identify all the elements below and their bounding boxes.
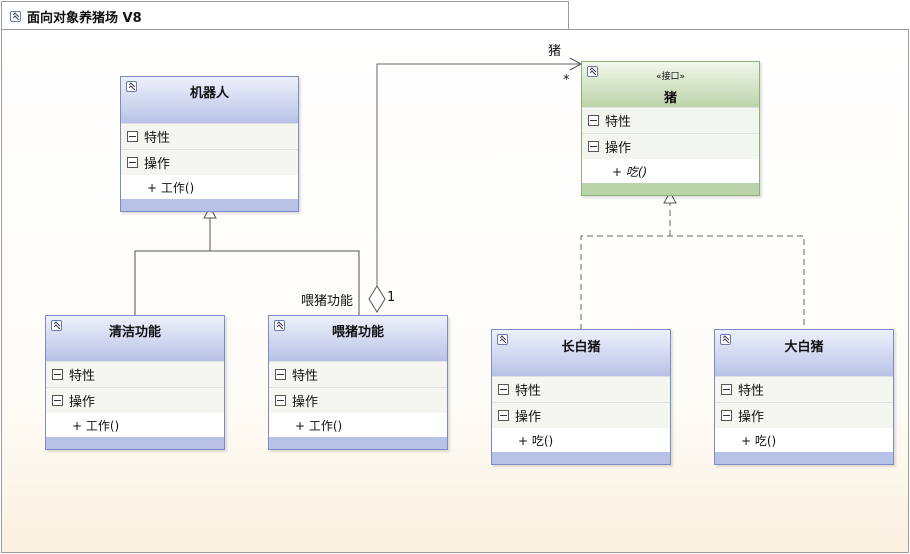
- class-header: 长白猪: [492, 330, 670, 376]
- operation-item[interactable]: + 吃(): [715, 428, 893, 452]
- section-label: 特性: [292, 369, 319, 384]
- collapse-icon[interactable]: [587, 66, 598, 77]
- operation-item[interactable]: + 工作(): [46, 413, 224, 437]
- operation-item[interactable]: + 吃(): [492, 428, 670, 452]
- operations-section[interactable]: 操作: [582, 133, 759, 159]
- class-name: 喂猪功能: [331, 325, 384, 340]
- attributes-section[interactable]: 特性: [46, 361, 224, 387]
- class-feeder[interactable]: 喂猪功能 特性 操作 + 工作(): [268, 315, 448, 450]
- realization-line: [580, 235, 805, 330]
- section-label: 操作: [144, 157, 171, 172]
- collapse-section-icon[interactable]: [52, 395, 63, 406]
- collapse-section-icon[interactable]: [721, 410, 732, 421]
- class-name: 机器人: [189, 86, 229, 101]
- operations-section[interactable]: 操作: [492, 402, 670, 428]
- interface-pig[interactable]: «接口» 猪 特性 操作 + 吃(): [581, 61, 760, 196]
- class-name: 大白猪: [784, 340, 824, 355]
- stereotype-label: «接口»: [655, 72, 685, 82]
- section-label: 特性: [605, 115, 632, 130]
- collapse-icon[interactable]: [720, 334, 731, 345]
- aggregation-line: [376, 63, 581, 286]
- attributes-section[interactable]: 特性: [582, 107, 759, 133]
- class-footer: [121, 199, 298, 211]
- operations-section[interactable]: 操作: [121, 149, 298, 175]
- association-target-multiplicity: *: [563, 73, 570, 88]
- collapse-icon[interactable]: [126, 81, 137, 92]
- collapse-section-icon[interactable]: [721, 384, 732, 395]
- collapse-section-icon[interactable]: [275, 395, 286, 406]
- collapse-icon[interactable]: [51, 320, 62, 331]
- class-footer: [715, 452, 893, 464]
- class-robot[interactable]: 机器人 特性 操作 + 工作(): [120, 76, 299, 212]
- section-label: 操作: [738, 410, 765, 425]
- class-footer: [46, 437, 224, 449]
- generalization-line: [134, 250, 360, 316]
- collapse-section-icon[interactable]: [498, 384, 509, 395]
- section-label: 操作: [515, 410, 542, 425]
- class-footer: [492, 452, 670, 464]
- operations-section[interactable]: 操作: [46, 387, 224, 413]
- section-label: 操作: [69, 395, 96, 410]
- aggregation-diamond-icon: [368, 285, 386, 313]
- class-header: 机器人: [121, 77, 298, 123]
- attributes-section[interactable]: 特性: [269, 361, 447, 387]
- collapse-icon[interactable]: [10, 10, 21, 22]
- class-cleaner[interactable]: 清洁功能 特性 操作 + 工作(): [45, 315, 225, 450]
- class-name: 猪: [663, 91, 677, 106]
- operation-item[interactable]: + 吃(): [582, 159, 759, 183]
- collapse-section-icon[interactable]: [498, 410, 509, 421]
- package-title: 面向对象养猪场 V8: [27, 10, 142, 26]
- collapse-section-icon[interactable]: [588, 115, 599, 126]
- class-header: 喂猪功能: [269, 316, 447, 361]
- collapse-section-icon[interactable]: [275, 369, 286, 380]
- class-header: 大白猪: [715, 330, 893, 376]
- attributes-section[interactable]: 特性: [715, 376, 893, 402]
- class-header: 清洁功能: [46, 316, 224, 361]
- association-source-role-label: 喂猪功能: [301, 294, 354, 309]
- collapse-section-icon[interactable]: [127, 157, 138, 168]
- collapse-icon[interactable]: [274, 320, 285, 331]
- association-role-label: 猪: [548, 44, 562, 59]
- collapse-section-icon[interactable]: [127, 131, 138, 142]
- generalization-arrow-icon: [203, 205, 217, 219]
- section-label: 特性: [515, 384, 542, 399]
- operations-section[interactable]: 操作: [715, 402, 893, 428]
- section-label: 特性: [69, 369, 96, 384]
- class-name: 长白猪: [561, 340, 601, 355]
- collapse-section-icon[interactable]: [52, 369, 63, 380]
- class-header: «接口» 猪: [582, 62, 759, 107]
- section-label: 操作: [605, 141, 632, 156]
- operations-section[interactable]: 操作: [269, 387, 447, 413]
- section-label: 特性: [738, 384, 765, 399]
- attributes-section[interactable]: 特性: [121, 123, 298, 149]
- package-tab: 面向对象养猪场 V8: [1, 1, 569, 30]
- class-footer: [582, 183, 759, 195]
- class-dabai[interactable]: 大白猪 特性 操作 + 吃(): [714, 329, 894, 465]
- realization-arrow-icon: [663, 190, 677, 204]
- section-label: 操作: [292, 395, 319, 410]
- class-changbai[interactable]: 长白猪 特性 操作 + 吃(): [491, 329, 671, 465]
- class-name: 清洁功能: [108, 325, 161, 340]
- section-label: 特性: [144, 131, 171, 146]
- collapse-section-icon[interactable]: [588, 141, 599, 152]
- association-source-multiplicity: 1: [387, 290, 396, 305]
- class-footer: [269, 437, 447, 449]
- operation-item[interactable]: + 工作(): [121, 175, 298, 199]
- operation-item[interactable]: + 工作(): [269, 413, 447, 437]
- attributes-section[interactable]: 特性: [492, 376, 670, 402]
- collapse-icon[interactable]: [497, 334, 508, 345]
